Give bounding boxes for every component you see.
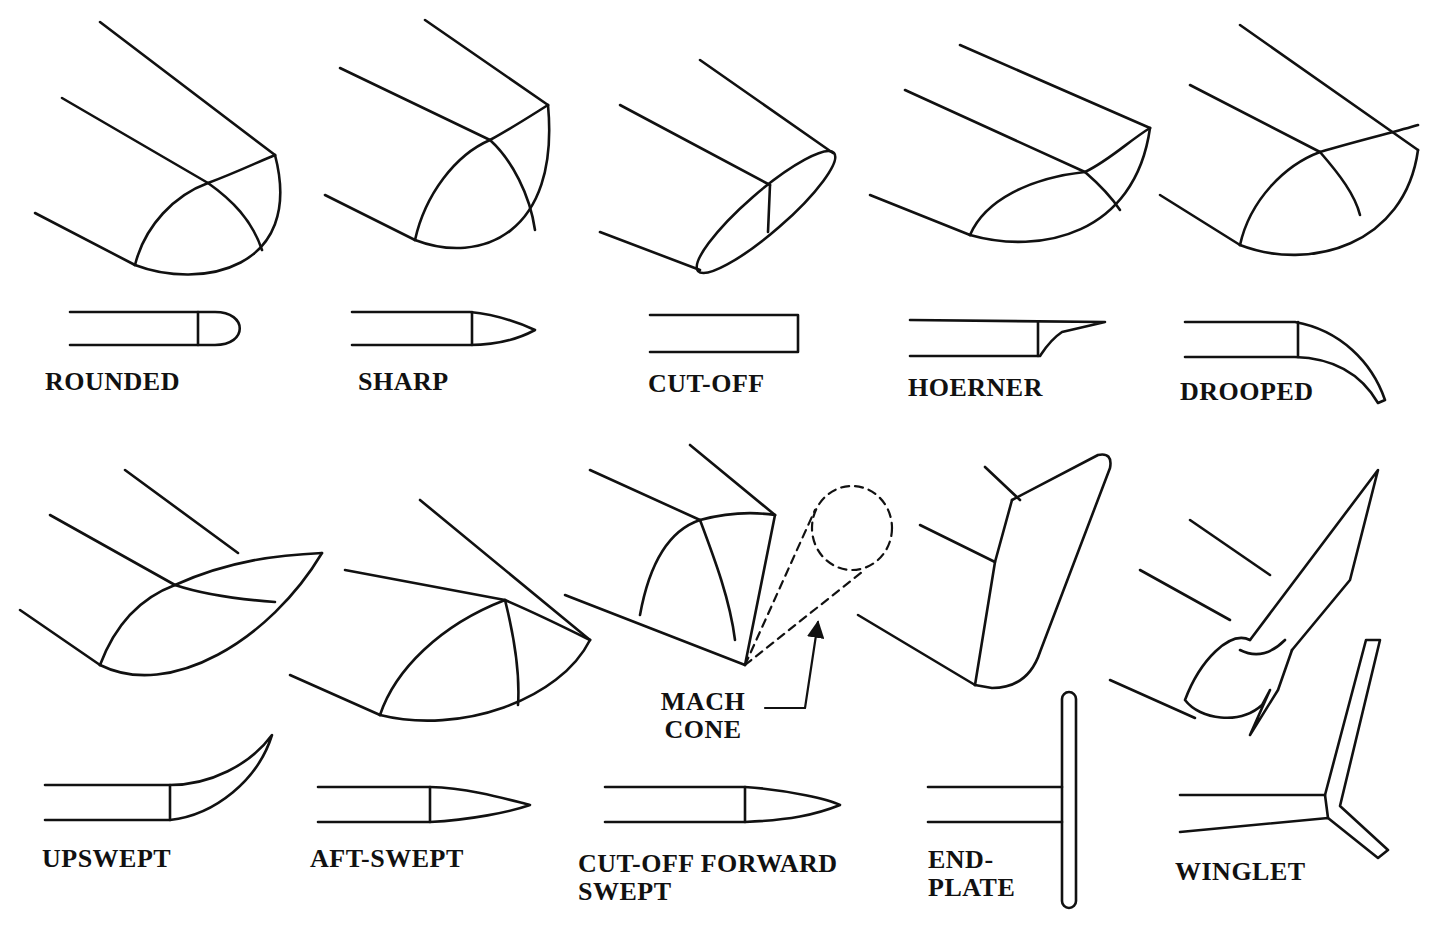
- end-plate-tip: [858, 455, 1111, 908]
- shape-label: AFT-SWEPT: [310, 845, 464, 873]
- rounded-tip: [35, 22, 280, 345]
- drooped-tip: [1160, 25, 1418, 403]
- shape-label: UPSWEPT: [42, 845, 171, 873]
- shape-label: DROOPED: [1180, 378, 1314, 406]
- leader-line: [765, 622, 818, 708]
- sharp-tip: [325, 20, 549, 345]
- cut-off-forward-swept-tip: [565, 445, 840, 822]
- aft-swept-tip: [290, 500, 590, 822]
- mach-cone: [745, 486, 892, 665]
- shape-label: CUT-OFF: [648, 370, 765, 398]
- shape-label: END- PLATE: [928, 846, 1028, 902]
- shape-label: ROUNDED: [45, 368, 180, 396]
- shape-label: MACH CONE: [648, 688, 758, 744]
- hoerner-tip: [870, 45, 1150, 356]
- cut-off-tip: [600, 60, 847, 352]
- shape-label: SHARP: [358, 368, 449, 396]
- shape-label: HOERNER: [908, 374, 1043, 402]
- shape-label: WINGLET: [1175, 858, 1306, 886]
- shape-label: CUT-OFF FORWARD SWEPT: [578, 850, 878, 906]
- winglet-tip: [1110, 470, 1388, 858]
- upswept-tip: [20, 470, 322, 820]
